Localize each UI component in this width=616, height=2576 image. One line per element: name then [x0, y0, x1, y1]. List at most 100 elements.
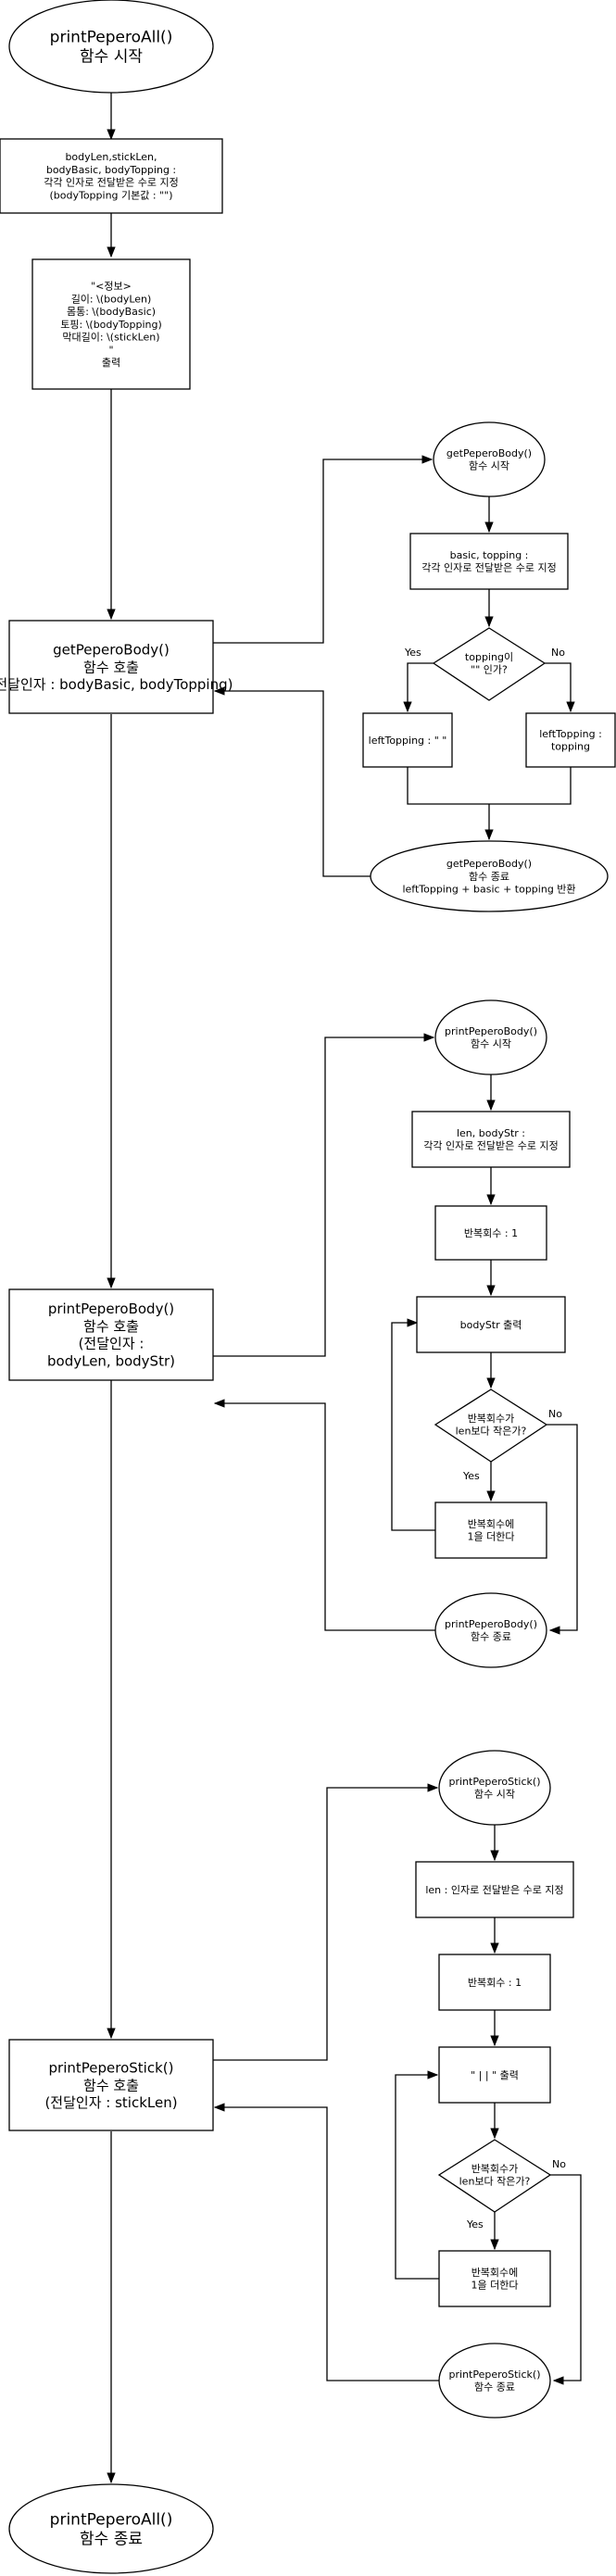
svg-text:bodyLen,stickLen,bodyBasic, bo: bodyLen,stickLen,bodyBasic, bodyTopping … [44, 151, 179, 201]
svg-text:printPeperoAll()함수 종료: printPeperoAll()함수 종료 [50, 2510, 173, 2548]
call-printstick-node: printPeperoStick()함수 호출(전달인자 : stickLen) [8, 2039, 214, 2131]
pb-decision-line: len보다 작은가? [456, 1426, 527, 1438]
pb-start-node: printPeperoBody()함수 시작 [434, 999, 547, 1075]
main-start-line: 함수 시작 [80, 48, 143, 67]
info-print-line: 토핑: \(bodyTopping) [60, 319, 162, 331]
assign-params-line: bodyBasic, bodyTopping : [46, 164, 176, 176]
assign-params-line: 각각 인자로 전달받은 수로 지정 [44, 177, 179, 189]
call-getbody-line: (전달인자 : bodyBasic, bodyTopping) [0, 676, 233, 693]
call-printbody-line: bodyLen, bodyStr) [47, 1352, 175, 1369]
call-printbody-line: 함수 호출 [83, 1318, 139, 1335]
edge-pb-decision-no [547, 1424, 578, 1635]
pb-count-line: 반복회수 : 1 [464, 1227, 518, 1239]
edge-gb-left-topping-merge [489, 767, 572, 805]
edge-call-to-ps-start [213, 1783, 439, 2061]
call-printstick-line: 함수 호출 [83, 2077, 139, 2093]
info-print-line: " [108, 344, 113, 356]
svg-text:printPeperoStick()함수 종료: printPeperoStick()함수 종료 [449, 2369, 541, 2394]
edge-pb-end-to-call [213, 1399, 435, 1631]
info-print-line: 몸통: \(bodyBasic) [67, 306, 156, 318]
call-printbody-line: printPeperoBody() [48, 1301, 174, 1317]
gb-start-line: getPeperoBody() [446, 447, 532, 459]
gb-left-empty-line: leftTopping : " " [369, 735, 447, 747]
call-printstick-line: printPeperoStick() [49, 2060, 174, 2077]
edge-gb-no-branch [545, 662, 575, 713]
info-print-line: "<정보> [91, 281, 132, 293]
edge-call-to-pb-start [213, 1033, 435, 1357]
svg-text:leftTopping : " ": leftTopping : " " [369, 735, 447, 747]
gb-start-node: getPeperoBody()함수 시작 [433, 421, 546, 497]
ps-end-line: 함수 종료 [474, 2381, 515, 2394]
svg-text:printPeperoBody()함수 종료: printPeperoBody()함수 종료 [445, 1618, 537, 1643]
svg-text:반복회수 : 1: 반복회수 : 1 [468, 1977, 522, 1989]
svg-text:getPeperoBody()함수 호출(전달인자 : bo: getPeperoBody()함수 호출(전달인자 : bodyBasic, b… [0, 642, 233, 694]
pb-end-line: printPeperoBody() [445, 1618, 537, 1630]
svg-text:" | | " 출력: " | | " 출력 [471, 2069, 519, 2081]
edge-gb-left-empty-merge [407, 767, 489, 805]
main-end-node: printPeperoAll()함수 종료 [8, 2483, 214, 2574]
ps-assign-line: len : 인자로 전달받은 수로 지정 [425, 1884, 563, 1896]
svg-text:basic, topping :각각 인자로 전달받은 수: basic, topping :각각 인자로 전달받은 수로 지정 [421, 549, 557, 574]
ps-yes-label: Yes [466, 2218, 484, 2230]
ps-assign-node: len : 인자로 전달받은 수로 지정 [415, 1861, 574, 1918]
ps-print-node: " | | " 출력 [438, 2046, 551, 2104]
call-printstick-line: (전달인자 : stickLen) [44, 2094, 177, 2111]
pb-start-line: 함수 시작 [471, 1038, 511, 1050]
pb-assign-node: len, bodyStr :각각 인자로 전달받은 수로 지정 [411, 1111, 571, 1168]
assign-params-node: bodyLen,stickLen,bodyBasic, bodyTopping … [0, 138, 223, 214]
edge-ps-increment-loop [395, 2070, 439, 2280]
gb-end-line: leftTopping + basic + topping 반환 [402, 884, 575, 896]
gb-left-empty-node: leftTopping : " " [362, 712, 453, 768]
info-print-line: 길이: \(bodyLen) [71, 293, 152, 305]
gb-end-line: 함수 종료 [469, 871, 509, 883]
svg-text:printPeperoBody()함수 시작: printPeperoBody()함수 시작 [445, 1025, 537, 1050]
pb-yes-label: Yes [462, 1470, 480, 1482]
gb-yes-label: Yes [404, 647, 421, 659]
gb-left-topping-line: topping [551, 741, 590, 753]
call-printbody-node: printPeperoBody()함수 호출(전달인자 :bodyLen, bo… [8, 1288, 214, 1381]
pb-print-line: bodyStr 출력 [460, 1319, 522, 1331]
edge-call-to-gb-start [213, 455, 434, 644]
gb-left-topping-line: leftTopping : [539, 728, 602, 740]
edge-gb-end-to-call [213, 686, 371, 877]
pb-assign-line: 각각 인자로 전달받은 수로 지정 [423, 1140, 559, 1152]
assign-params-line: (bodyTopping 기본값 : "") [49, 190, 172, 202]
call-printbody-line: (전달인자 : [79, 1336, 145, 1352]
gb-decision-line: "" 인가? [471, 664, 508, 676]
main-start-line: printPeperoAll() [50, 28, 173, 46]
svg-text:len : 인자로 전달받은 수로 지정: len : 인자로 전달받은 수로 지정 [425, 1884, 563, 1896]
gb-end-line: getPeperoBody() [446, 858, 532, 870]
call-getbody-line: 함수 호출 [83, 659, 139, 675]
ps-start-line: 함수 시작 [474, 1789, 515, 1801]
pb-increment-line: 반복회수에 [468, 1518, 515, 1530]
ps-decision-line: 반복회수가 [471, 2163, 519, 2175]
ps-start-node: printPeperoStick()함수 시작 [438, 1750, 551, 1826]
main-end-line: printPeperoAll() [50, 2510, 173, 2529]
svg-text:getPeperoBody()함수 시작: getPeperoBody()함수 시작 [446, 447, 532, 472]
svg-text:len, bodyStr :각각 인자로 전달받은 수로: len, bodyStr :각각 인자로 전달받은 수로 지정 [423, 1127, 559, 1152]
edge-ps-end-to-call [213, 2103, 439, 2381]
gb-decision-node: topping이"" 인가? [432, 627, 547, 701]
pb-no-label: No [548, 1408, 562, 1420]
pb-decision-line: 반복회수가 [468, 1413, 515, 1425]
gb-assign-line: 각각 인자로 전달받은 수로 지정 [421, 562, 557, 574]
ps-increment-line: 1을 더한다 [471, 2280, 519, 2292]
call-getbody-node: getPeperoBody()함수 호출(전달인자 : bodyBasic, b… [0, 620, 233, 714]
edge-labels: Yes No Yes No Yes No [404, 647, 566, 2230]
info-print-line: 막대길이: \(stickLen) [62, 332, 159, 344]
ps-end-node: printPeperoStick()함수 종료 [438, 2343, 551, 2419]
edge-gb-yes-branch [403, 662, 434, 713]
gb-start-line: 함수 시작 [469, 460, 509, 472]
ps-print-line: " | | " 출력 [471, 2069, 519, 2081]
edge-pb-increment-loop [391, 1318, 435, 1531]
gb-no-label: No [551, 647, 565, 659]
svg-text:printPeperoStick()함수 시작: printPeperoStick()함수 시작 [449, 1776, 541, 1801]
ps-end-line: printPeperoStick() [449, 2369, 541, 2381]
pb-end-node: printPeperoBody()함수 종료 [434, 1592, 547, 1668]
